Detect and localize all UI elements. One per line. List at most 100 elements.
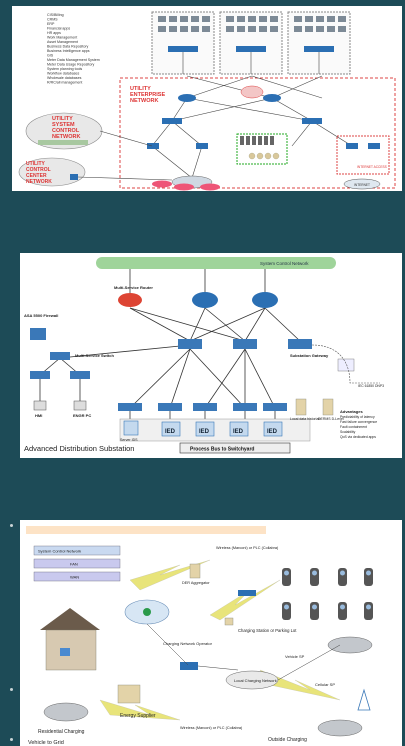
- switch-icon: [118, 403, 142, 411]
- charging-pole-light: [284, 570, 289, 576]
- advantage-item: QoS via dedicated apps: [340, 435, 376, 439]
- car-icon: [317, 719, 363, 737]
- server-icon: [169, 26, 177, 32]
- historian-server: [295, 398, 307, 416]
- server-icon: [191, 26, 199, 32]
- server-icon: [259, 26, 267, 32]
- svg-text:NETWORK: NETWORK: [130, 98, 158, 104]
- switch-icon: [346, 143, 358, 149]
- substation-svg: System Control Network ASA 5500 Firewall…: [24, 257, 384, 454]
- multiservice-switch-icon: [50, 352, 70, 360]
- switch-icon: [158, 403, 182, 411]
- house-roof: [40, 608, 100, 630]
- server-icon: [270, 26, 278, 32]
- switch-icon: [70, 371, 90, 379]
- list-item: System planning tools: [47, 67, 82, 71]
- router-icon: [178, 94, 196, 102]
- link-line: [146, 623, 189, 666]
- server-icon: [259, 16, 267, 22]
- svg-text:UTILITY: UTILITY: [52, 116, 73, 122]
- list-item: Workflow databases: [47, 72, 79, 76]
- enterprise-network-svg: CIS/Billing CRMS ERP Financial apps HR a…: [18, 11, 396, 191]
- der-aggregator-icon: [189, 563, 201, 579]
- server-icon: [180, 26, 188, 32]
- ied-label: IED: [165, 429, 176, 435]
- router-icon: [118, 293, 142, 307]
- router-label: Multi-Service Router: [114, 285, 153, 290]
- server-icon: [327, 26, 335, 32]
- firewall-icon: [30, 328, 46, 340]
- server-icon: [158, 16, 166, 22]
- switch-icon: [168, 46, 198, 52]
- charging-pole-light: [366, 570, 371, 576]
- ied-label: IED: [267, 429, 278, 435]
- charging-pole-light: [312, 570, 317, 576]
- utility-enterprise-diagram: CIS/Billing CRMS ERP Financial apps HR a…: [12, 6, 402, 191]
- advantage-item: Predictability of latency: [340, 415, 375, 419]
- charging-poles: [282, 568, 373, 620]
- switch-icon: [263, 403, 287, 411]
- svg-text:CONTROL: CONTROL: [26, 167, 51, 173]
- process-bus-label: Process Bus to Switchyard: [190, 447, 254, 453]
- wan-label: WAN: [70, 575, 79, 580]
- charging-station-label: Charging Station or Parking Lot: [238, 628, 297, 633]
- substation-gateway-label: Substation Gateway: [290, 353, 329, 358]
- server-icon: [248, 26, 256, 32]
- svg-text:UTILITY: UTILITY: [26, 161, 46, 167]
- dlevel-label: DERMS D-Level: [318, 417, 344, 421]
- residential-label: Residential Charging: [38, 729, 85, 735]
- wireless-top-label: Wireless (Marconi) or PLC (Collabra): [216, 546, 279, 550]
- switch-icon: [193, 403, 217, 411]
- router-icon: [192, 292, 218, 308]
- dashed-link: [311, 344, 380, 384]
- advantages-title: Advantages: [340, 409, 363, 414]
- der-aggregator-label: DER Aggregator: [182, 581, 210, 585]
- asa-label: ASA 5500 Firewall: [24, 313, 58, 318]
- ied-label: IED: [233, 429, 244, 435]
- router-icon: [180, 662, 198, 670]
- internet-access-label: INTERNET ACCESS: [357, 165, 387, 169]
- switch-icon: [30, 371, 50, 379]
- switch-icon: [162, 118, 182, 124]
- list-item: ERP: [47, 22, 55, 26]
- server-icon: [202, 16, 210, 22]
- link-line: [99, 130, 153, 147]
- switch-icon: [70, 174, 78, 180]
- decorative-dot: [10, 524, 13, 527]
- v2g-label: Vehicle to Grid: [28, 740, 64, 746]
- list-item: GIS: [47, 54, 54, 58]
- historian-label: Local data historian: [290, 417, 320, 421]
- internet-label: INTERNET: [354, 183, 370, 187]
- server-icon: [224, 617, 234, 626]
- branch-ellipse: [200, 183, 220, 191]
- decorative-dot: [10, 738, 13, 741]
- protocol-label: IEC 61850 DNP3: [358, 384, 384, 388]
- ied-devices: [161, 421, 283, 437]
- datacenter-box-3: [287, 11, 351, 75]
- energy-supplier-icon: [117, 684, 141, 704]
- charging-pole-light: [366, 604, 371, 610]
- fan-label: FAN: [70, 562, 78, 567]
- branch-ellipse: [174, 183, 194, 191]
- car-icon: [43, 702, 89, 722]
- telemetry-box: [337, 358, 355, 372]
- advantage-item: Fault containment: [340, 425, 367, 429]
- globe-icon: [143, 608, 151, 616]
- switch-icon: [368, 143, 380, 149]
- wireless-bottom-label: Wireless (Marconi) or PLC (Collabra): [180, 726, 243, 730]
- outside-charging-label: Outside Charging: [268, 737, 307, 743]
- vehicle-sp-label: Vehicle SP: [285, 654, 305, 659]
- pc-monitor: [73, 400, 87, 411]
- list-item: Meter Data Usage Repository: [47, 63, 95, 67]
- process-bus: [179, 442, 291, 454]
- server-icon: [327, 16, 335, 22]
- charging-pole-light: [340, 570, 345, 576]
- server-icon: [248, 16, 256, 22]
- internet-access-zone: [336, 135, 390, 175]
- substation-diagram: System Control Network ASA 5500 Firewall…: [20, 253, 402, 458]
- link-line: [277, 644, 341, 681]
- switch-icon: [147, 143, 159, 149]
- switch-icon: [236, 46, 266, 52]
- server-icon: [294, 26, 302, 32]
- car-icon: [327, 636, 373, 654]
